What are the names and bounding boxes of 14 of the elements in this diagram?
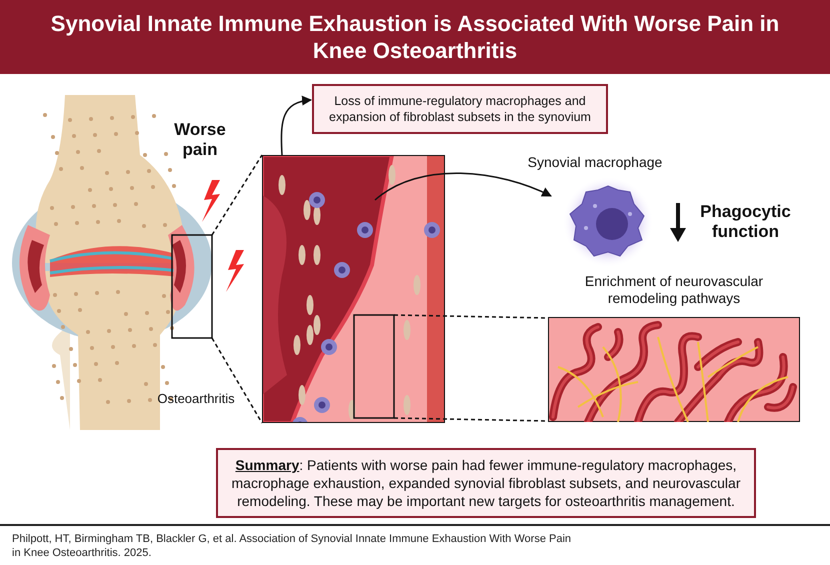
arrow: [374, 172, 552, 201]
function-label: Phagocytic function: [699, 202, 792, 243]
zoom-line: [211, 154, 263, 424]
summary-text: Summary: Patients with worse pain had fewer immune-regulatory macrophages, macrophage exhaustion, expanded synovial fibroblast subsets, and neurovascular remodeling. These may be important new targets for osteoarthritis management.: [230, 456, 742, 510]
condition-label: Osteoarthritis: [156, 392, 236, 407]
arrow: [280, 96, 312, 156]
pathway-label: Enrichment of neurovascular remodeling pathways: [584, 273, 764, 307]
citation-text: Philpott, HT, Birmingham TB, Blackler G, et al. Association of Synovial Innate Immune Exhaustion With Worse Pain in Knee Osteoarthritis. 2025.: [12, 532, 572, 561]
title-banner: Synovial Innate Immune Exhaustion is Associated With Worse Pain in Knee Osteoarthritis: [0, 0, 830, 74]
callout-box: [312, 84, 608, 134]
pain-label: Worse pain: [173, 120, 227, 160]
summary-box: [216, 448, 756, 518]
callout-text: Loss of immune-regulatory macrophages and expansion of fibroblast subsets in the synovium: [328, 92, 592, 126]
cell-label: Synovial macrophage: [526, 154, 664, 171]
